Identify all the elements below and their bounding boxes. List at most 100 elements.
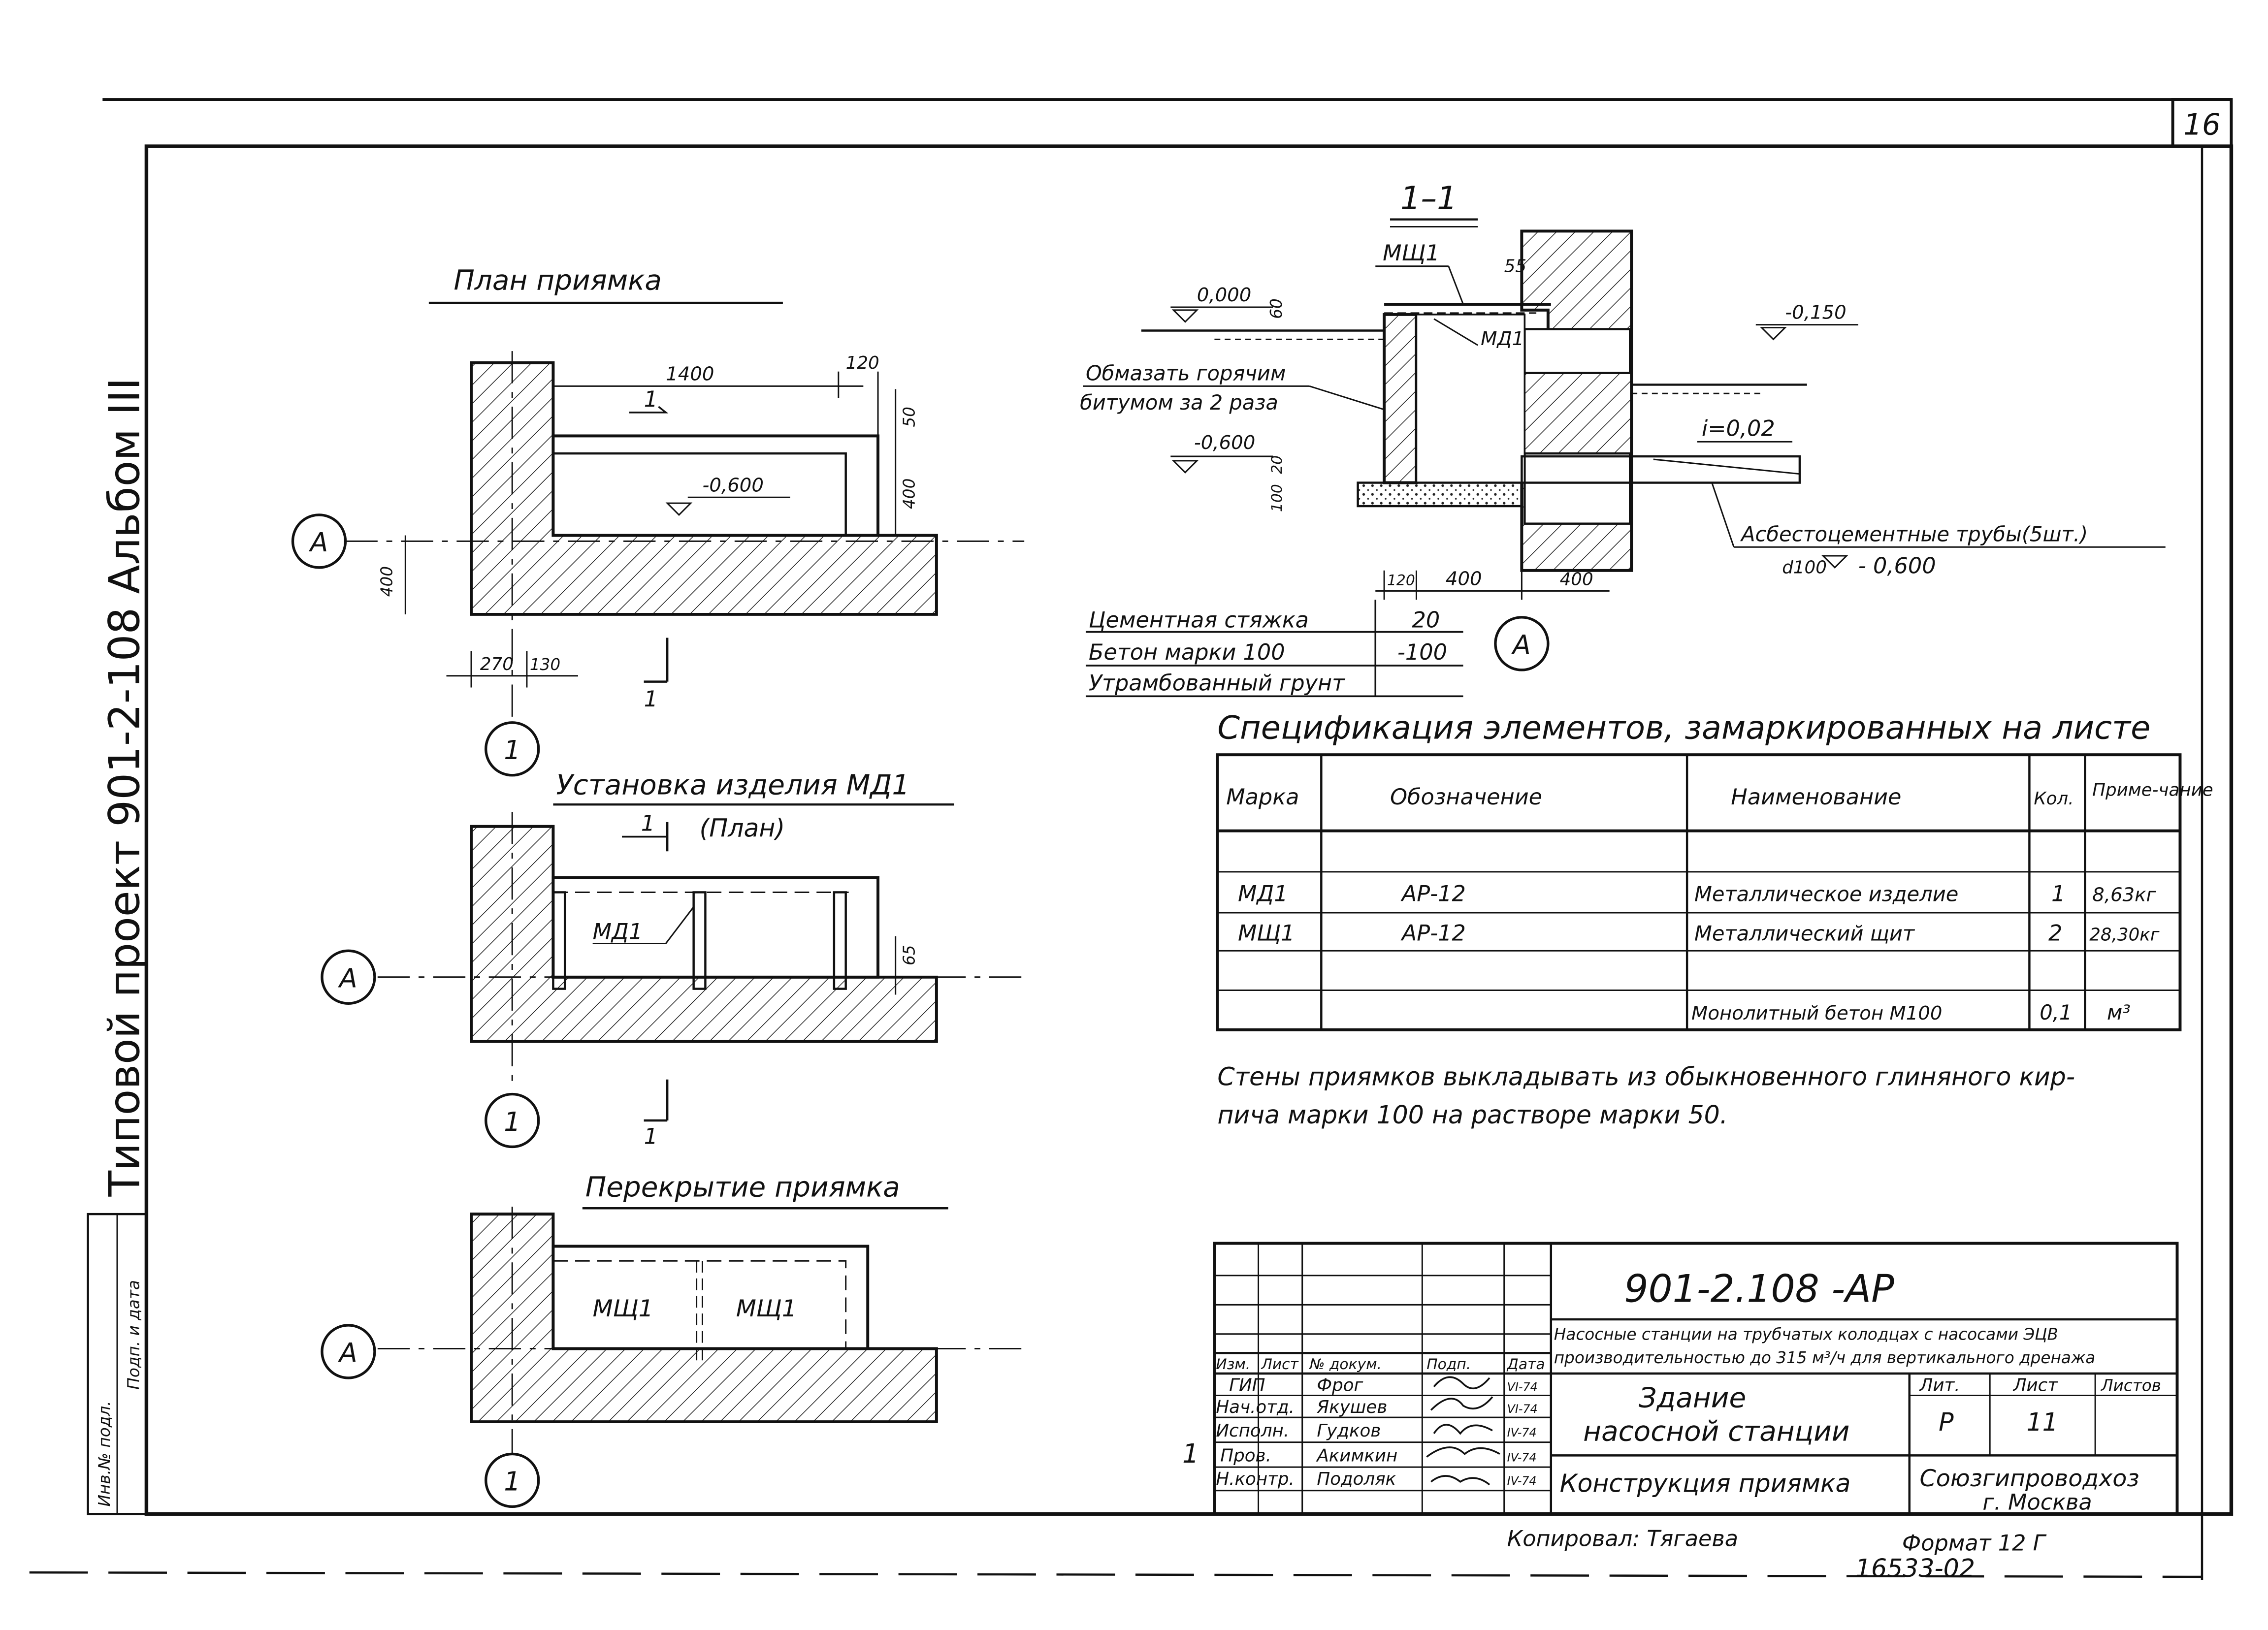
section-title: 1–1	[1400, 180, 1458, 217]
section-bitumen-2: битумом за 2 раза	[1080, 390, 1278, 415]
signature-1	[1433, 1376, 1490, 1389]
stamp-date-1: VI-74	[1507, 1380, 1538, 1394]
stamp-code: 901-2.108 -АР	[1624, 1267, 1894, 1311]
plan-cut-bottom: 1	[644, 686, 658, 712]
spec-r1-qty: 1	[2051, 881, 2065, 906]
stamp-date-2: VI-74	[1507, 1402, 1538, 1416]
spec-r2-name: Металлический щит	[1694, 922, 1915, 946]
spec-r4-qty: 0,1	[2040, 1000, 2072, 1024]
spec-header-note-text: Приме-чание	[2092, 780, 2213, 800]
spec-r2-note: 28,30кг	[2089, 925, 2160, 945]
cover-view: Перекрытие приямка МЩ1 МЩ1 А 1	[321, 1171, 1025, 1508]
plan-dim-400-left: 400	[378, 566, 396, 597]
spec-r1-name: Металлическое изделие	[1694, 882, 1958, 906]
cover-label-2: МЩ1	[736, 1295, 797, 1322]
stamp-name-1: Фрог	[1317, 1375, 1363, 1396]
stamp-role-5: Н.контр.	[1216, 1469, 1294, 1489]
section-pipes-2: d100	[1782, 558, 1827, 578]
install-cut: 1	[641, 811, 655, 836]
section-dim120: 120	[1387, 572, 1415, 589]
stamp-sheet-header: Лист	[2012, 1375, 2059, 1396]
plan-axis-a: А	[309, 527, 328, 558]
layer-legend: Цементная стяжка 20 Бетон марки 100 -100…	[1085, 600, 1463, 698]
side-stamp-date: Подп. и дата	[125, 1280, 143, 1390]
install-dim-65: 65	[900, 945, 918, 965]
stamp-name-5: Подоляк	[1317, 1469, 1396, 1489]
spec-title: Спецификация элементов, замаркированных …	[1217, 709, 2150, 746]
sheet-number: 16	[2183, 108, 2221, 142]
cover-title: Перекрытие приямка	[585, 1171, 900, 1203]
layer-1-value: 20	[1412, 607, 1440, 633]
spec-r1-note: 8,63кг	[2092, 884, 2156, 906]
cover-axis-a: А	[338, 1337, 357, 1368]
section-dim60: 60	[1267, 298, 1286, 319]
spec-header-mark: Марка	[1226, 784, 1299, 810]
section-pipes-1: Асбестоцементные трубы(5шт.)	[1740, 522, 2088, 546]
stamp-col-doc: № докум.	[1309, 1356, 1382, 1373]
install-title: Установка изделия МД1	[556, 769, 909, 801]
plan-dim-400-right: 400	[900, 479, 918, 509]
plan-axis-1: 1	[504, 735, 520, 766]
plan-level: -0,600	[702, 474, 763, 496]
install-md-label: МД1	[593, 919, 643, 945]
plan-dim-270: 270	[480, 654, 514, 674]
install-cut-bottom: 1	[644, 1124, 658, 1150]
format: Формат 12 Г	[1902, 1531, 2047, 1556]
section-dim100: 100	[1268, 484, 1286, 512]
spec-r2-qty: 2	[2048, 921, 2062, 946]
signature-5	[1430, 1475, 1490, 1486]
spec-r1-designation: АР-12	[1400, 881, 1466, 906]
section-slope: i=0,02	[1702, 415, 1775, 441]
spec-table: Спецификация элементов, замаркированных …	[1216, 709, 2213, 1031]
plan-title: План приямка	[454, 264, 662, 296]
plan-dim-130: 130	[530, 655, 560, 674]
section-dim400-b: 400	[1560, 569, 1593, 589]
install-axis-a: А	[338, 963, 357, 994]
sheet-frame	[29, 98, 2234, 1580]
stamp-date-5: IV-74	[1507, 1474, 1537, 1488]
cover-axis-1: 1	[504, 1466, 520, 1497]
stamp-lit-header: Лит.	[1919, 1375, 1960, 1396]
section-dim55: 55	[1504, 256, 1526, 277]
stamp-date-4: IV-74	[1507, 1450, 1537, 1464]
spec-header-note: Приме-чание	[2092, 780, 2213, 800]
section-dim20: 20	[1268, 455, 1286, 474]
spec-r2-mark: МЩ1	[1238, 921, 1295, 946]
stamp-role-1: ГИП	[1229, 1375, 1265, 1396]
section-bitumen-1: Обмазать горячим	[1086, 361, 1286, 385]
copied-by: Копировал: Тягаева	[1507, 1526, 1738, 1552]
stamp-role-3: Исполн.	[1216, 1421, 1289, 1441]
spec-r4-note: м³	[2107, 1000, 2131, 1024]
stamp-name-4: Акимкин	[1316, 1445, 1397, 1466]
plan-cut-top: 1	[644, 386, 658, 412]
stamp-org-2: г. Москва	[1982, 1489, 2092, 1515]
section-lvl600: -0,600	[1194, 432, 1255, 454]
inventory-number: 16533-02	[1855, 1554, 1975, 1583]
signature-2	[1430, 1396, 1493, 1411]
layer-1-name: Цементная стяжка	[1089, 607, 1309, 633]
spec-header-name: Наименование	[1731, 784, 1901, 810]
section-axis-a: А	[1511, 629, 1531, 660]
stamp-left-mark: 1	[1182, 1438, 1199, 1469]
section-mshch: МЩ1	[1383, 240, 1440, 266]
layer-3-name: Утрамбованный грунт	[1089, 670, 1346, 696]
stamp-project-1: Насосные станции на трубчатых колодцах с…	[1554, 1325, 2058, 1344]
install-subtitle: (План)	[700, 814, 785, 843]
note-line-1: Стены приямков выкладывать из обыкновенн…	[1217, 1062, 2075, 1091]
plan-dim-1400: 1400	[666, 363, 714, 385]
title-block: 901-2.108 -АР Насосные станции на трубча…	[1213, 1242, 2179, 1516]
section-view: 1–1 МЩ1 МД1 55 60 0,000 -0,150 -0,600 20	[1080, 180, 2166, 698]
signature-4	[1426, 1446, 1500, 1458]
plan-dim-50: 50	[900, 407, 918, 427]
stamp-name-3: Гудков	[1317, 1421, 1381, 1441]
plan-dim-120: 120	[846, 353, 879, 373]
section-lvl0: 0,000	[1197, 284, 1252, 306]
stamp-col-sign: Подп.	[1426, 1356, 1471, 1373]
side-title: Типовой проект 901-2-108 Альбом III	[100, 378, 150, 1197]
plan-view: План приямка 1400 120 50 400 1 -0,600 А …	[291, 264, 1025, 777]
cover-label-1: МЩ1	[593, 1295, 653, 1322]
stamp-sheets-header: Листов	[2101, 1376, 2161, 1395]
layer-2-name: Бетон марки 100	[1089, 639, 1285, 665]
